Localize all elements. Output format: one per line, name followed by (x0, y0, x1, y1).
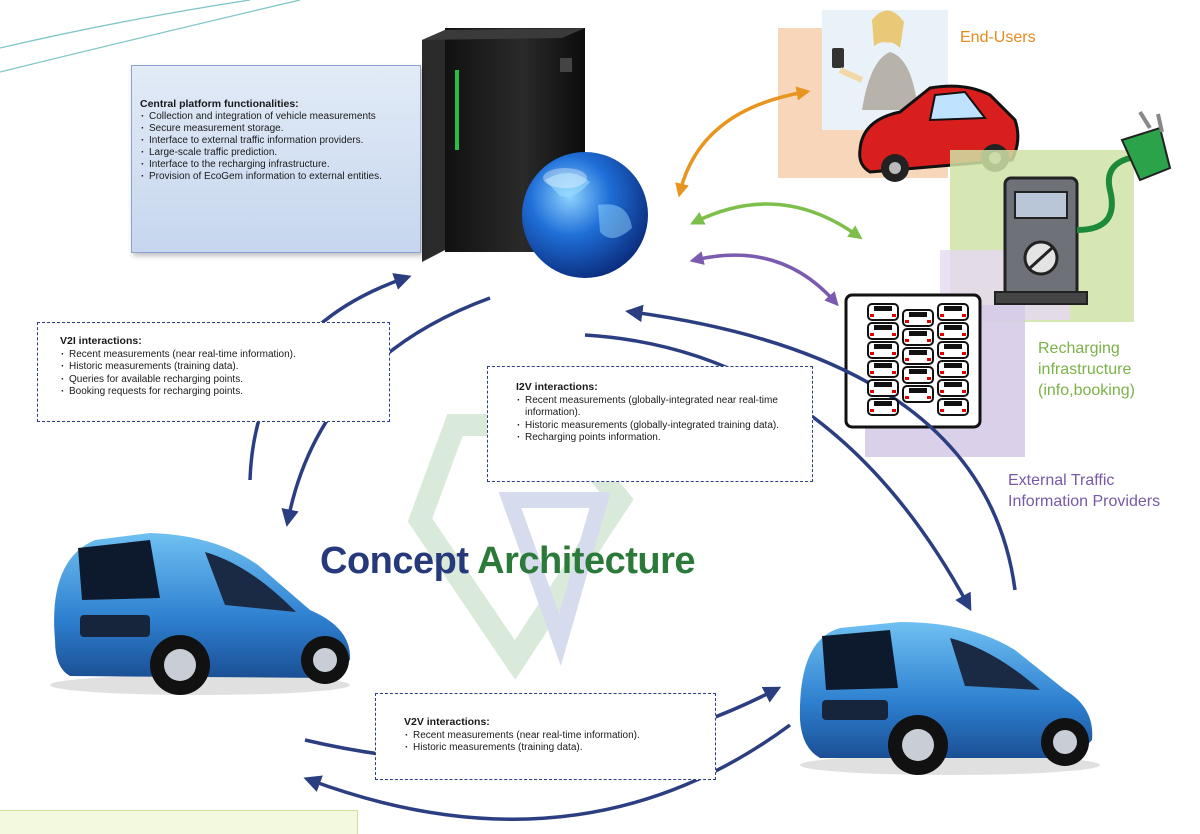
title-part-concept: Concept (320, 540, 469, 582)
central-platform-box: Central platform functionalities: Collec… (131, 65, 421, 253)
traffic-car-icon (867, 379, 899, 397)
v2v-list: Recent measurements (near real-time info… (404, 730, 705, 755)
electric-car-icon (50, 533, 351, 695)
traffic-car-icon (937, 379, 969, 397)
end-users-arrow (675, 86, 811, 198)
traffic-car-icon (937, 398, 969, 416)
list-item: Provision of EcoGem information to exter… (140, 171, 412, 183)
recharging-arrow (689, 202, 863, 240)
end-users-label: End-Users (960, 29, 1036, 46)
end-user-icon (832, 10, 918, 110)
list-item: Interface to the recharging infrastructu… (140, 159, 412, 171)
list-item: Historic measurements (training data). (404, 742, 705, 755)
recharging-label-line: (info,booking) (1038, 382, 1135, 399)
list-item: Booking requests for recharging points. (60, 386, 379, 399)
v2v-interactions-box: V2V interactions: Recent measurements (n… (375, 693, 716, 780)
list-item: Historic measurements (globally-integrat… (516, 420, 802, 433)
central-platform-title: Central platform functionalities: (140, 98, 299, 110)
traffic-car-icon (902, 385, 934, 403)
i2v-title: I2V interactions: (516, 381, 598, 393)
v2i-interactions-box: V2I interactions: Recent measurements (n… (37, 322, 390, 422)
traffic-car-icon (902, 309, 934, 327)
traffic-car-icon (902, 347, 934, 365)
recharging-label-line: infrastructure (1038, 361, 1132, 378)
traffic-car-icon (867, 322, 899, 340)
electric-car-icon (799, 622, 1100, 775)
list-item: Large-scale traffic prediction. (140, 147, 412, 159)
list-item: Interface to external traffic informatio… (140, 135, 412, 147)
external-traffic-arrow (689, 251, 839, 307)
recharging-label-line: Recharging (1038, 340, 1120, 357)
list-item: Recent measurements (near real-time info… (404, 730, 705, 743)
traffic-car-icon (937, 322, 969, 340)
traffic-car-icon (867, 398, 899, 416)
i2v-list: Recent measurements (globally-integrated… (516, 395, 802, 445)
v2v-arrow-left (303, 723, 792, 821)
list-item: Recent measurements (globally-integrated… (516, 395, 802, 420)
globe-icon (522, 152, 648, 278)
i2v-interactions-box: I2V interactions: Recent measurements (g… (487, 366, 813, 482)
list-item: Collection and integration of vehicle me… (140, 111, 412, 123)
external-label-line: Information Providers (1008, 493, 1161, 510)
recharging-panel (940, 110, 1172, 322)
traffic-car-icon (937, 303, 969, 321)
traffic-to-platform-arrow (625, 304, 1017, 591)
diagram-title: Concept Architecture (320, 540, 695, 583)
traffic-car-icon (902, 366, 934, 384)
list-item: Recent measurements (near real-time info… (60, 349, 379, 362)
decorative-lines (0, 0, 301, 73)
title-part-architecture: Architecture (477, 540, 695, 582)
list-item: Historic measurements (training data). (60, 361, 379, 374)
list-item: Recharging points information. (516, 432, 802, 445)
list-item: Queries for available recharging points. (60, 374, 379, 387)
traffic-car-icon (867, 360, 899, 378)
traffic-car-icon (867, 303, 899, 321)
external-traffic-label: External Traffic Information Providers (1008, 470, 1160, 512)
traffic-car-icon (937, 360, 969, 378)
traffic-car-icon (867, 341, 899, 359)
list-item: Secure measurement storage. (140, 123, 412, 135)
charging-station-icon (994, 110, 1172, 305)
v2i-list: Recent measurements (near real-time info… (60, 349, 379, 399)
external-label-line: External Traffic (1008, 472, 1115, 489)
v2v-title: V2V interactions: (404, 716, 490, 728)
recharging-label: Recharging infrastructure (info,booking) (1038, 338, 1135, 401)
traffic-car-icon (937, 341, 969, 359)
v2i-title: V2I interactions: (60, 335, 142, 347)
central-platform-list: Collection and integration of vehicle me… (140, 111, 412, 183)
footer-strip (0, 810, 358, 834)
traffic-car-icon (902, 328, 934, 346)
